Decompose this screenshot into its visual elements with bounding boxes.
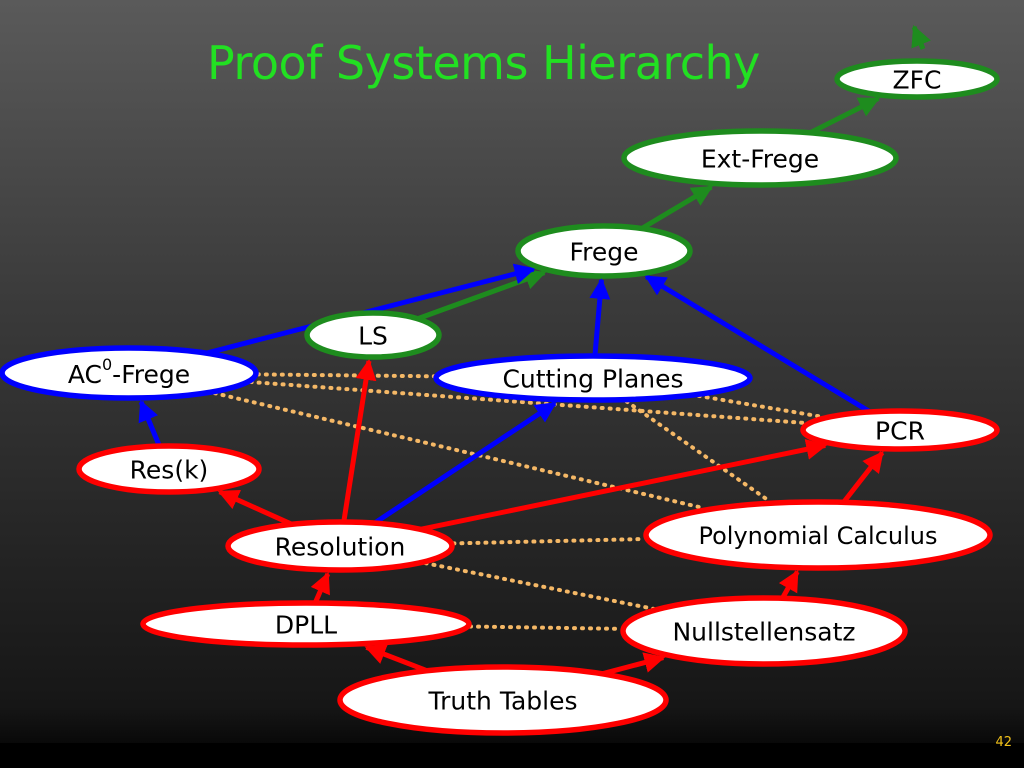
node-ac0-frege-label-suffix: -Frege (112, 360, 190, 389)
incomparable-links (212, 372, 825, 631)
node-ls: LS (304, 310, 442, 360)
incomparable-link-ac0-frege-pcr (248, 379, 809, 426)
edge-res-k-to-ac0-frege (138, 399, 162, 448)
edge-frege-to-ext-frege (640, 184, 714, 231)
page-number: 42 (995, 735, 1012, 750)
node-truth-tables-ellipse (337, 664, 669, 736)
continuation-arrow (911, 25, 931, 50)
node-pcr: PCR (800, 408, 1000, 452)
edge-resolution-to-res-k (217, 489, 293, 527)
node-ls-label: LS (358, 322, 388, 351)
node-cutting-planes: Cutting Planes (433, 353, 753, 403)
node-nullstellensatz-ellipse (620, 595, 908, 667)
node-truth-tables: Truth Tables (337, 664, 669, 736)
node-ac0-frege-ellipse (0, 345, 259, 401)
node-nullstellensatz: Nullstellensatz (620, 595, 908, 667)
node-ac0-frege-label: AC0-Frege (68, 355, 190, 389)
node-pcr-label: PCR (875, 417, 925, 446)
edge-truth-tables-to-nullstellensatz (601, 652, 666, 677)
node-ext-frege-ellipse (621, 128, 899, 188)
edge-nullstellensatz-to-polynomial-calculus (778, 569, 800, 600)
node-ls-ellipse (304, 310, 442, 360)
node-polynomial-calculus: Polynomial Calculus (643, 499, 993, 571)
node-ext-frege: Ext-Frege (621, 128, 899, 188)
incomparable-link-ac0-frege-polynomial-calculus (212, 391, 707, 511)
edge-truth-tables-to-dpll (364, 644, 429, 674)
incomparable-link-cutting-planes-pcr (696, 393, 825, 419)
node-truth-tables-label: Truth Tables (428, 687, 578, 716)
node-zfc: ZFC (834, 58, 1000, 100)
edge-pcr-to-frege (644, 274, 872, 415)
incomparable-link-resolution-nullstellensatz (423, 561, 656, 611)
edge-polynomial-calculus-to-pcr (841, 450, 885, 504)
edge-resolution-to-cutting-planes (373, 401, 557, 526)
edge-ext-frege-to-zfc (808, 96, 881, 136)
bottom-band (0, 743, 1024, 768)
node-cutting-planes-label: Cutting Planes (502, 365, 683, 394)
node-polynomial-calculus-label: Polynomial Calculus (698, 522, 937, 550)
node-zfc-label: ZFC (893, 66, 942, 95)
incomparable-link-resolution-polynomial-calculus (451, 536, 648, 546)
node-ext-frege-label: Ext-Frege (701, 145, 819, 174)
edge-cutting-planes-to-frege (589, 277, 611, 357)
node-res-k: Res(k) (76, 443, 262, 495)
node-dpll-label: DPLL (275, 611, 337, 640)
incomparable-link-ac0-frege-cutting-planes (255, 372, 437, 379)
node-ac0-frege-label-base: AC (68, 360, 102, 389)
node-pcr-ellipse (800, 408, 1000, 452)
node-dpll-ellipse (140, 600, 472, 648)
node-res-k-ellipse (76, 443, 262, 495)
edge-dpll-to-resolution (310, 571, 331, 605)
edge-resolution-to-ls (341, 358, 377, 523)
node-frege-label: Frege (570, 238, 639, 267)
node-res-k-label: Res(k) (130, 456, 209, 485)
node-cutting-planes-ellipse (433, 353, 753, 403)
node-polynomial-calculus-ellipse (643, 499, 993, 571)
node-nullstellensatz-label: Nullstellensatz (672, 618, 855, 647)
node-frege: Frege (515, 223, 693, 279)
incomparable-link-cutting-planes-polynomial-calculus (624, 399, 772, 504)
node-resolution-label: Resolution (275, 533, 406, 562)
node-zfc-ellipse (834, 58, 1000, 100)
node-resolution-ellipse (225, 519, 455, 573)
incomparable-link-dpll-nullstellensatz (468, 624, 624, 631)
node-frege-ellipse (515, 223, 693, 279)
slide-title: Proof Systems Hierarchy (207, 36, 760, 90)
node-ac0-frege-label-sup: 0 (102, 355, 112, 374)
edges (138, 25, 931, 677)
node-resolution: Resolution (225, 519, 455, 573)
edge-resolution-to-pcr (420, 439, 828, 532)
node-dpll: DPLL (140, 600, 472, 648)
node-ac0-frege: AC0-Frege (0, 345, 259, 401)
